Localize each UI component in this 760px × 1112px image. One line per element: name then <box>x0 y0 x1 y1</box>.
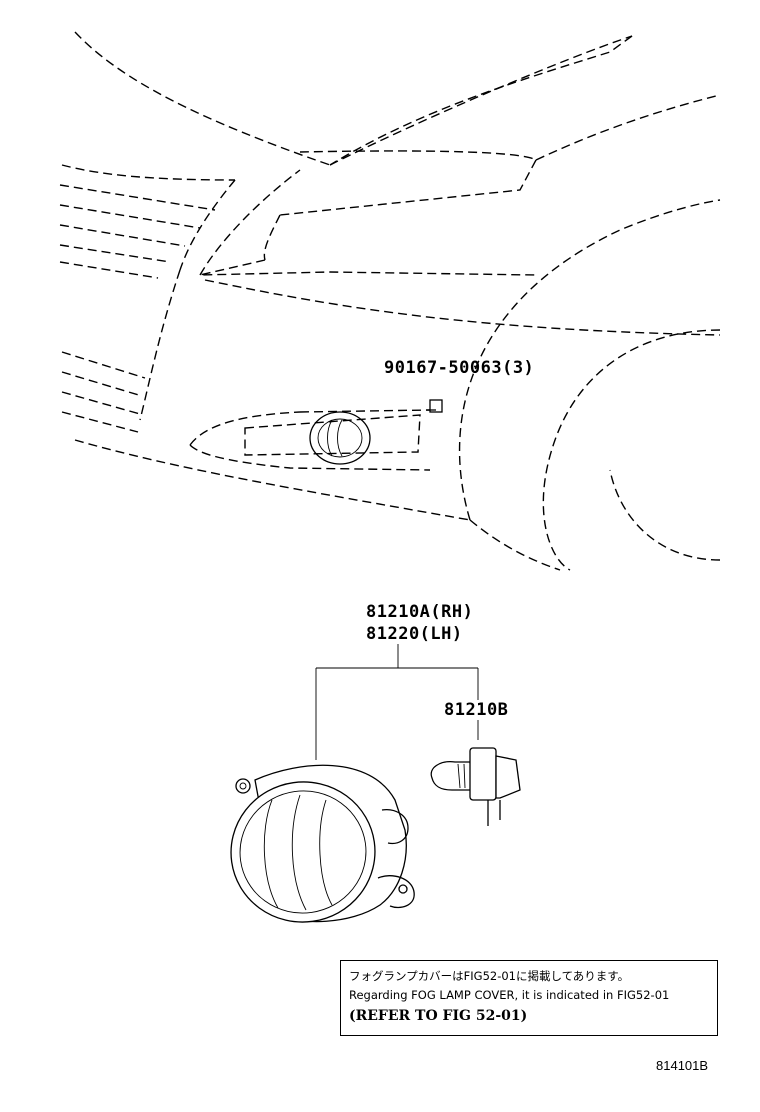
reference-note-box: フォグランプカバーはFIG52-01に掲載してあります。 Regarding F… <box>340 960 718 1036</box>
note-english: Regarding FOG LAMP COVER, it is indicate… <box>349 988 670 1002</box>
part-label-bolt: 90167-50063(3) <box>384 358 535 378</box>
note-refer: (REFER TO FIG 52-01) <box>349 1008 528 1024</box>
car-body-outline <box>59 31 721 571</box>
figure-code: 814101B <box>656 1058 709 1073</box>
part-label-fog-lamp-rh: 81210A(RH) <box>366 602 474 622</box>
part-label-fog-lamp-lh: 81220(LH) <box>366 624 463 644</box>
leader-lines <box>315 644 479 760</box>
part-label-bulb: 81210B <box>444 700 509 720</box>
fog-lamp-installed <box>309 411 371 465</box>
fog-lamp-assembly <box>230 764 415 923</box>
note-japanese: フォグランプカバーはFIG52-01に掲載してあります。 <box>349 969 630 983</box>
bulb-icon <box>430 747 521 826</box>
bolt-icon <box>426 399 443 413</box>
